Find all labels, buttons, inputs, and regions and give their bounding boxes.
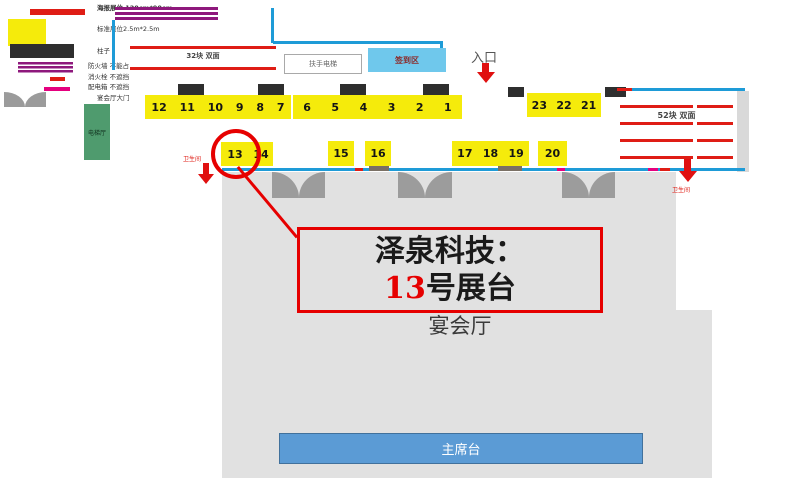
restroom-left-arrow-head-icon (198, 174, 214, 184)
booth-strip-17-19: 17 18 19 (452, 141, 529, 166)
legend-firewall-label: 防火墙 不能占 (88, 62, 130, 70)
booth-11: 11 (179, 100, 195, 114)
pillar (423, 84, 449, 96)
booth-15: 15 (328, 141, 354, 166)
booth-16-label: 16 (370, 147, 386, 160)
callout-booth-number: 13 (384, 271, 426, 306)
entrance-label: 入口 (470, 51, 497, 66)
booth-3: 3 (387, 100, 396, 114)
hall-door-icon (398, 172, 452, 198)
legend-hall-door-label: 宴会厅大门 (97, 94, 130, 102)
poster-row-left-1 (130, 46, 276, 49)
right-boards-label: 52块 双面 (657, 111, 696, 120)
banquet-hall-area (222, 172, 676, 478)
booth-7: 7 (276, 100, 285, 114)
booth-6: 6 (303, 100, 311, 114)
banquet-hall-area-extension (676, 310, 712, 478)
hydrant-marker (660, 168, 670, 171)
pillar (340, 84, 366, 96)
legend-pillar-icon (10, 44, 74, 58)
checkin-area: 签到区 (368, 48, 446, 72)
wall-tab (369, 164, 389, 171)
legend-hydrant-label: 消火栓 不遮挡 (88, 73, 130, 81)
poster-row-right-4 (620, 156, 733, 159)
power-box-marker (648, 168, 658, 171)
poster-row-right-3 (620, 139, 733, 142)
escalator-area: 扶手电梯 (284, 54, 362, 74)
elevator-hall-label: 电梯厅 (87, 129, 106, 137)
wall-line-mid-vertical (271, 8, 274, 43)
booth-16: 16 (365, 141, 391, 166)
booth-strip-12-7: 12 11 10 9 8 7 (145, 95, 291, 119)
pillar (605, 87, 626, 97)
booth-18: 18 (482, 147, 499, 160)
booth-2: 2 (415, 100, 424, 114)
restroom-right-label: 卫生间 (672, 187, 691, 194)
booth-21: 21 (580, 98, 597, 112)
booth-9: 9 (235, 100, 244, 114)
escalator-label: 扶手电梯 (309, 60, 337, 68)
hall-label: 宴会厅 (428, 314, 492, 338)
booth-1: 1 (444, 100, 452, 114)
callout-company-line: 泽泉科技： (375, 233, 525, 270)
restroom-right-arrow-head-icon (679, 171, 697, 182)
pillar (258, 84, 284, 96)
booth-13-callout: 泽泉科技： 13号展台 (297, 227, 603, 313)
poster-row-right-2 (620, 122, 733, 125)
pillar (178, 84, 204, 96)
legend-firewall-icon (18, 62, 73, 74)
callout-booth-line: 13号展台 (384, 270, 516, 307)
restroom-left-arrow-icon (203, 163, 209, 175)
hydrant-marker (617, 88, 632, 91)
booth-17: 17 (457, 147, 473, 160)
booth-13-highlight-circle (211, 129, 261, 179)
wall-tab (498, 164, 522, 171)
main-stage-label: 主席台 (441, 443, 481, 458)
firewall-strip-top (115, 7, 218, 20)
booth-8: 8 (256, 100, 265, 114)
legend-standard-booth-label: 标准展位2.5m*2.5m (97, 25, 160, 33)
booth-strip-6-1: 6 5 4 3 2 1 (293, 95, 462, 119)
legend-pillar-label: 柱子 (97, 47, 110, 55)
entrance-arrow-head-icon (477, 72, 495, 83)
right-wall (737, 91, 749, 172)
booth-22: 22 (556, 98, 572, 112)
poster-row-right-1 (620, 105, 733, 108)
callout-booth-suffix: 号展台 (425, 271, 516, 306)
booth-23: 23 (531, 98, 547, 112)
checkin-label: 签到区 (395, 55, 419, 65)
restroom-right-arrow-icon (684, 159, 691, 172)
elevator-hall-area: 电梯厅 (84, 104, 110, 160)
booth-12: 12 (151, 100, 167, 114)
wall-line-top-horizontal (273, 41, 443, 44)
legend-standard-booth-icon (8, 19, 46, 46)
booth-15-label: 15 (333, 147, 349, 160)
legend-poster-board-icon (30, 9, 85, 15)
booth-5: 5 (331, 100, 340, 114)
entrance-arrow-icon (482, 63, 489, 73)
hall-top-wall-line (222, 168, 745, 171)
hall-door-icon (562, 172, 615, 198)
poster-row-left-2 (130, 67, 276, 70)
legend-power-box-label: 配电箱 不遮挡 (88, 83, 130, 91)
booth-20: 20 (538, 141, 567, 166)
legend-power-box-icon (44, 87, 70, 91)
restroom-left-label: 卫生间 (183, 156, 202, 163)
legend-hydrant-icon (50, 77, 65, 81)
hall-door-icon (272, 172, 325, 198)
booth-19: 19 (508, 147, 524, 160)
booth-10: 10 (207, 100, 224, 114)
wall-line-right-top (617, 88, 745, 91)
legend-hall-door-icon (4, 92, 46, 107)
pillar (508, 87, 524, 97)
booth-strip-23-21: 23 22 21 (527, 93, 601, 117)
main-stage: 主席台 (279, 433, 643, 464)
wall-line-left (112, 20, 115, 70)
callout-company-text: 泽泉科技： (375, 234, 525, 269)
hydrant-marker (355, 168, 363, 171)
left-boards-label: 32块 双面 (186, 52, 220, 60)
booth-20-label: 20 (544, 147, 561, 160)
power-box-marker (557, 168, 565, 171)
booth-4: 4 (359, 100, 368, 114)
